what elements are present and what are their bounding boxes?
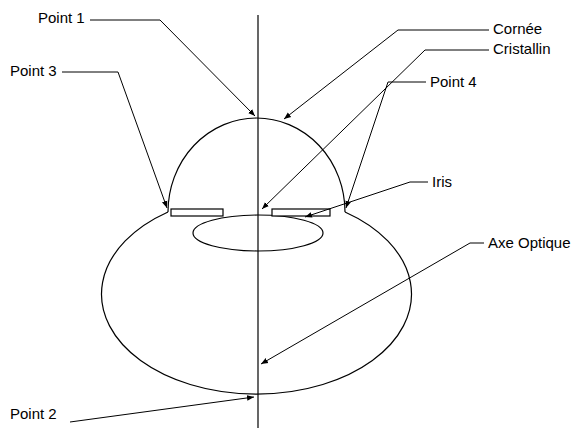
- part-label: Cornée: [493, 20, 542, 37]
- leader-line: [261, 243, 484, 364]
- part-label: Point 4: [430, 73, 477, 90]
- leader-lines: [62, 20, 489, 422]
- leader-line: [346, 82, 426, 208]
- leader-line: [70, 397, 254, 422]
- leader-line: [262, 50, 489, 209]
- part-label: Point 2: [10, 405, 57, 422]
- leader-line: [62, 72, 167, 208]
- leader-line: [305, 182, 428, 217]
- leader-line: [90, 20, 255, 116]
- optical-axis: [257, 15, 258, 428]
- leader-line: [284, 30, 489, 119]
- part-label: Iris: [432, 173, 452, 190]
- part-label: Point 1: [38, 9, 85, 26]
- eyeball-outline: [102, 212, 412, 394]
- part-label: Point 3: [10, 62, 57, 79]
- part-label: Axe Optique: [488, 234, 571, 251]
- iris-right: [272, 209, 330, 216]
- part-label: Cristallin: [493, 40, 551, 57]
- cornea-outline: [168, 118, 345, 212]
- iris-left: [171, 209, 223, 216]
